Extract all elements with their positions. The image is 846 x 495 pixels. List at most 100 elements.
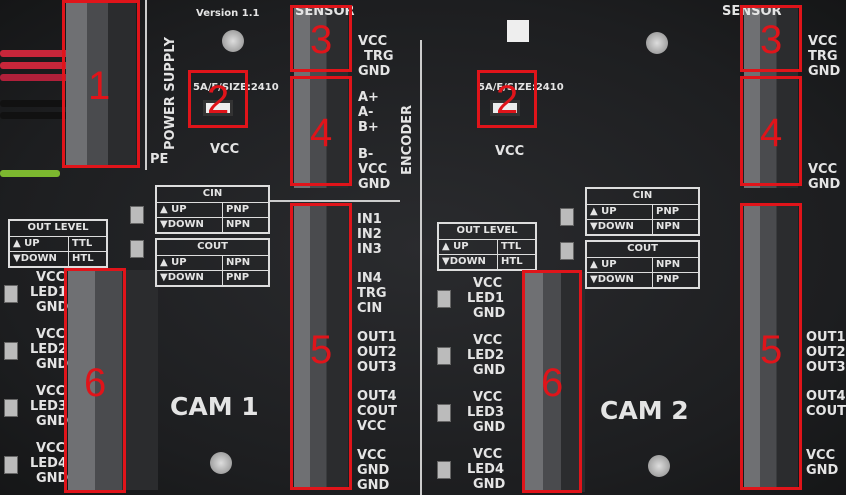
pin-label: GND <box>357 478 390 493</box>
cin-down: ▼DOWN <box>590 221 634 232</box>
annotation-box-6 <box>64 268 126 493</box>
red-wire <box>0 50 70 57</box>
led3-dip-switch-right[interactable] <box>437 404 451 422</box>
led-label: LED1 <box>30 285 68 300</box>
led2-dip-switch[interactable] <box>4 342 18 360</box>
power-terminal <box>66 2 136 166</box>
pin-label: COUT <box>806 404 846 419</box>
pin-label: GND <box>808 177 841 192</box>
annotation-number: 3 <box>760 18 783 62</box>
fuse <box>203 100 233 116</box>
annotation-box-2 <box>188 70 248 128</box>
encoder-label: ENCODER <box>400 104 415 175</box>
pin-label: OUT2 <box>806 345 846 360</box>
pin-label: OUT4 <box>357 389 397 404</box>
led-terminal-left <box>68 270 158 490</box>
annotation-box-3-right <box>740 5 802 72</box>
led4-dip-switch[interactable] <box>4 456 18 474</box>
led-label: GND <box>36 471 69 486</box>
out-level-down: ▼DOWN <box>13 253 57 264</box>
screw-icon <box>222 30 244 52</box>
cout-down: ▼DOWN <box>160 272 204 283</box>
cin-up: ▲ UP <box>160 204 187 215</box>
cout-up-value: NPN <box>652 258 683 272</box>
pin-label: GND <box>358 177 391 192</box>
cin-down: ▼DOWN <box>160 219 204 230</box>
led3-dip-switch[interactable] <box>4 399 18 417</box>
led-label: VCC <box>473 333 503 348</box>
ground-wire <box>0 170 60 177</box>
cin-up: ▲ UP <box>590 206 617 217</box>
led-label: LED3 <box>30 399 68 414</box>
pin-label: IN1 <box>357 212 382 227</box>
out-level-up-value: TTL <box>497 240 524 254</box>
led-label: GND <box>36 414 69 429</box>
pin-label: TRG <box>808 49 838 64</box>
out-level-up-value: TTL <box>68 237 95 251</box>
led-label: VCC <box>473 390 503 405</box>
annotation-number: 2 <box>496 78 519 122</box>
led4-dip-switch-right[interactable] <box>437 461 451 479</box>
led-label: VCC <box>36 384 66 399</box>
pin-label: A- <box>358 105 374 120</box>
annotation-box-5 <box>290 203 352 490</box>
led1-dip-switch[interactable] <box>4 285 18 303</box>
pin-label: IN4 <box>357 271 382 286</box>
cin-dip-switch[interactable] <box>130 206 144 224</box>
led-label: VCC <box>36 441 66 456</box>
annotation-box-4-right <box>740 76 802 186</box>
annotation-box-3 <box>290 5 352 72</box>
cin-up-value: PNP <box>222 203 252 217</box>
divider <box>270 200 400 202</box>
pin-label: OUT3 <box>357 360 397 375</box>
black-wire <box>0 112 70 119</box>
led-label: GND <box>473 306 506 321</box>
cout-up-value: NPN <box>222 256 253 270</box>
annotation-box-6-right <box>522 270 582 493</box>
pin-label: VCC <box>808 162 838 177</box>
led-label: LED3 <box>467 405 505 420</box>
pin-label: OUT1 <box>806 330 846 345</box>
led-label: VCC <box>36 327 66 342</box>
cin-dip-switch-right[interactable] <box>560 208 574 226</box>
led1-dip-switch-right[interactable] <box>437 290 451 308</box>
annotation-number: 5 <box>760 328 783 372</box>
led2-dip-switch-right[interactable] <box>437 347 451 365</box>
out-level-down-value: HTL <box>68 252 97 266</box>
qr-code-label <box>507 20 529 42</box>
annotation-box-5-right <box>740 203 802 490</box>
red-wire <box>0 62 70 69</box>
pin-label: CIN <box>357 301 383 316</box>
cin-title: CIN <box>632 190 653 201</box>
pin-label: GND <box>357 463 390 478</box>
pin-label: VCC <box>806 448 836 463</box>
pin-label: VCC <box>357 448 387 463</box>
led-label: GND <box>36 357 69 372</box>
annotation-box-2-right <box>477 70 537 128</box>
pin-label: IN2 <box>357 227 382 242</box>
annotation-number: 2 <box>207 78 230 122</box>
pin-label: TRG <box>357 286 387 301</box>
pin-label: GND <box>358 64 391 79</box>
led-label: LED4 <box>30 456 68 471</box>
cout-dip-switch[interactable] <box>130 240 144 258</box>
cout-dip-switch-right[interactable] <box>560 242 574 260</box>
cout-down: ▼DOWN <box>590 274 634 285</box>
cout-down-value: PNP <box>652 273 682 287</box>
led-terminal-right <box>525 272 585 492</box>
led-label: VCC <box>473 276 503 291</box>
annotation-box-1 <box>62 0 140 168</box>
pin-label: COUT <box>357 404 398 419</box>
pin-label: VCC <box>357 419 387 434</box>
cin-title: CIN <box>202 188 223 199</box>
annotation-number: 6 <box>84 361 107 405</box>
out-level-up: ▲ UP <box>13 238 40 249</box>
io-terminal-right <box>744 206 798 488</box>
black-wire <box>0 100 70 107</box>
